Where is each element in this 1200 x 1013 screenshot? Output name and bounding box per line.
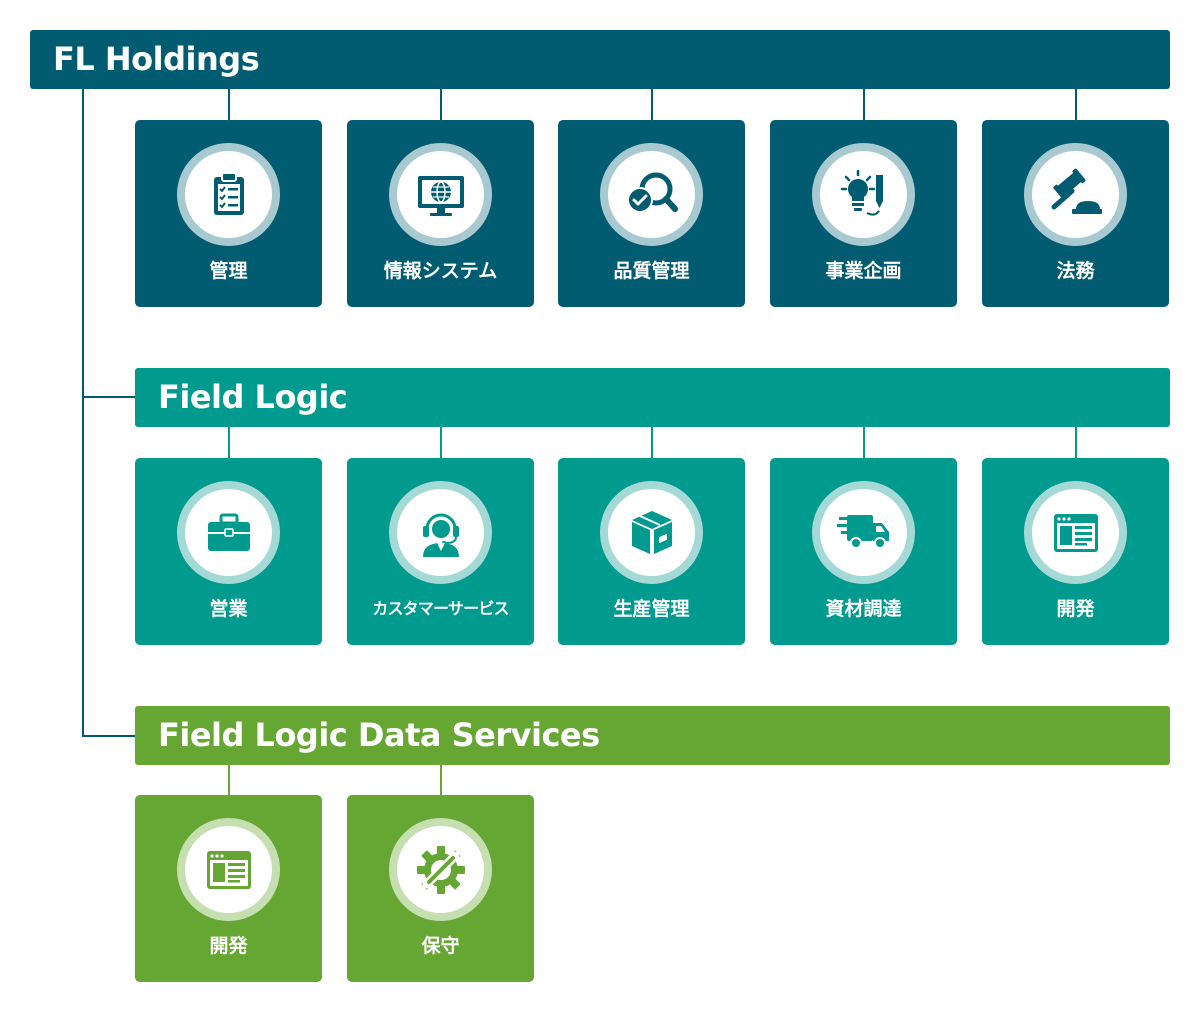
dept-card-kanri: 管理 — [135, 120, 322, 307]
icon-badge — [600, 481, 703, 584]
icon-badge — [812, 481, 915, 584]
icon-badge — [389, 818, 492, 921]
dept-label: 生産管理 — [613, 598, 690, 620]
holdings-title: FL Holdings — [53, 40, 260, 78]
browser-window-icon — [1053, 513, 1098, 552]
holdings-banner: FL Holdings — [30, 30, 1170, 89]
dept-label: カスタマーサービス — [372, 599, 509, 618]
gear-wrench-icon — [416, 845, 465, 894]
data-services-banner: Field Logic Data Services — [135, 706, 1170, 765]
field-logic-drop-connector — [1075, 427, 1077, 459]
headset-operator-icon — [422, 513, 459, 557]
dept-card-hinshitsu-kanri: 品質管理 — [558, 120, 745, 307]
icon-badge — [389, 481, 492, 584]
holdings-drop-connector — [651, 89, 653, 121]
dept-label: 資材調達 — [825, 598, 902, 620]
dept-card-kaihatsu: 開発 — [982, 458, 1169, 645]
data-services-drop-connector — [440, 764, 442, 796]
holdings-drop-connector — [440, 89, 442, 121]
dept-label: 事業企画 — [825, 260, 902, 282]
field-logic-banner: Field Logic — [135, 368, 1170, 427]
icon-badge — [1024, 143, 1127, 246]
dept-label: 情報システム — [383, 260, 498, 282]
icon-badge — [177, 481, 280, 584]
box-icon — [631, 510, 672, 554]
holdings-drop-connector — [228, 89, 230, 121]
branch-connector-field-logic — [82, 396, 136, 398]
dept-label: 開発 — [1056, 598, 1095, 620]
trunk-connector — [82, 89, 84, 737]
browser-window-icon — [206, 850, 251, 889]
data-services-title: Field Logic Data Services — [158, 716, 600, 754]
dept-label: 保守 — [421, 935, 460, 957]
holdings-drop-connector — [1075, 89, 1077, 121]
field-logic-drop-connector — [228, 427, 230, 459]
gavel-icon — [1051, 168, 1102, 214]
dept-card-seisan-kanri: 生産管理 — [558, 458, 745, 645]
magnifier-check-icon — [626, 172, 678, 213]
monitor-globe-icon — [417, 175, 464, 216]
field-logic-title: Field Logic — [158, 378, 348, 416]
icon-badge — [177, 818, 280, 921]
dept-card-hoshu: 保守 — [347, 795, 534, 982]
dept-card-jigyo-kikaku: 事業企画 — [770, 120, 957, 307]
holdings-drop-connector — [863, 89, 865, 121]
dept-label: 法務 — [1056, 260, 1095, 282]
field-logic-drop-connector — [440, 427, 442, 459]
clipboard-checklist-icon — [213, 171, 244, 215]
dept-label: 管理 — [209, 260, 248, 282]
lightbulb-pencil-icon — [840, 169, 883, 216]
dept-card-shizai-chotatsu: 資材調達 — [770, 458, 957, 645]
dept-card-eigyo: 営業 — [135, 458, 322, 645]
briefcase-icon — [207, 513, 250, 551]
dept-card-kaihatsu-ds: 開発 — [135, 795, 322, 982]
icon-badge — [177, 143, 280, 246]
data-services-drop-connector — [228, 764, 230, 796]
field-logic-drop-connector — [651, 427, 653, 459]
icon-badge — [1024, 481, 1127, 584]
delivery-truck-icon — [836, 514, 889, 549]
dept-card-joho-system: 情報システム — [347, 120, 534, 307]
dept-label: 開発 — [209, 935, 248, 957]
dept-card-customer-service: カスタマーサービス — [347, 458, 534, 645]
dept-label: 営業 — [209, 598, 248, 620]
dept-label: 品質管理 — [613, 260, 690, 282]
dept-card-homu: 法務 — [982, 120, 1169, 307]
icon-badge — [812, 143, 915, 246]
field-logic-drop-connector — [863, 427, 865, 459]
icon-badge — [600, 143, 703, 246]
branch-connector-data-services — [82, 735, 136, 737]
icon-badge — [389, 143, 492, 246]
